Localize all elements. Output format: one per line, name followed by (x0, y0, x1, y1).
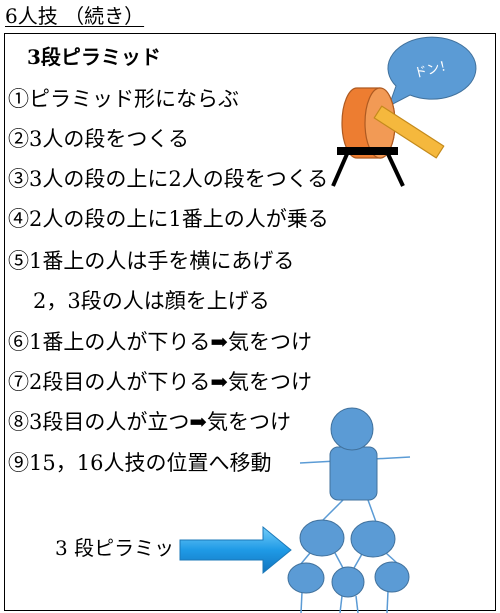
step-item: ⑤1番上の人は手を横にあげる (8, 249, 295, 273)
step-item: ④2人の段の上に1番上の人が乗る (8, 207, 329, 231)
step-item: ⑨15，16人技の位置へ移動 (8, 451, 272, 475)
step-item: ⑦2段目の人が下りる➡気をつけ (8, 370, 312, 394)
step-item: ①ピラミッド形にならぶ (8, 87, 239, 111)
section-heading: 3段ピラミッド (27, 45, 161, 69)
content-box: 3段ピラミッド ①ピラミッド形にならぶ ②3人の段をつくる ③3人の段の上に2人… (4, 33, 496, 611)
page-title: 6人技 （続き） (5, 4, 145, 28)
step-item: ⑧3段目の人が立つ➡気をつけ (8, 410, 291, 434)
diagram-caption: 3 段ピラミッド (55, 536, 195, 560)
step-item-continuation: 2，3段の人は顔を上げる (33, 289, 270, 313)
step-item: ②3人の段をつくる (8, 127, 189, 151)
step-item: ⑥1番上の人が下りる➡気をつけ (8, 330, 312, 354)
step-item: ③3人の段の上に2人の段をつくる (8, 167, 329, 191)
